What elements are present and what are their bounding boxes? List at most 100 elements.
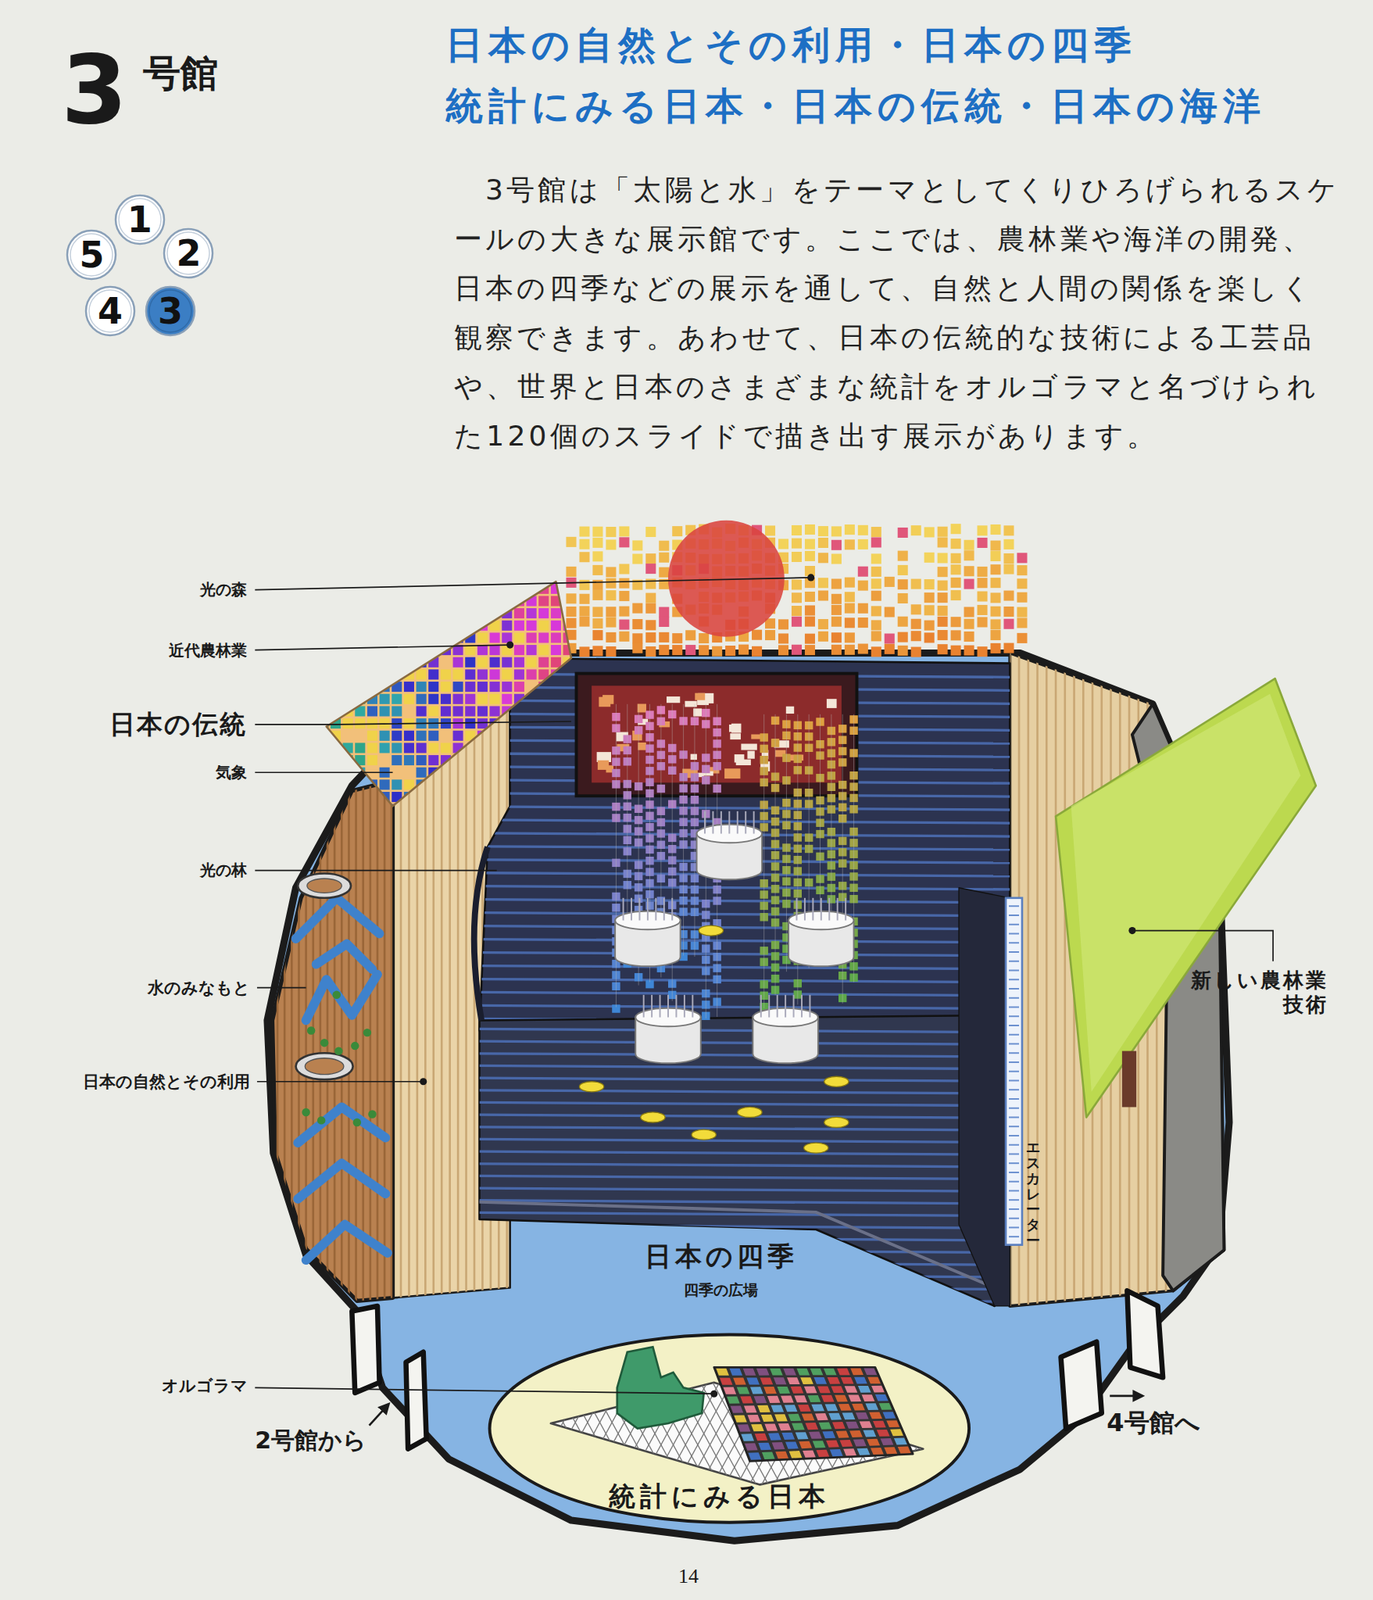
mosaic-tile [318, 693, 329, 705]
mosaic-tile [501, 632, 512, 643]
mosaic-tile [818, 537, 829, 548]
slide-cell [719, 1377, 733, 1385]
mosaic-tile [990, 606, 1001, 617]
mosaic-tile [698, 644, 709, 655]
wall-stripe [481, 407, 484, 1428]
lower-tier [479, 1015, 995, 1306]
mosaic-tile [379, 595, 390, 606]
mosaic-tile [538, 595, 549, 606]
mosaic-tile [550, 718, 562, 729]
mosaic-tile [404, 595, 415, 606]
mosaic-tile [354, 620, 365, 631]
escalator-step [1008, 1061, 1020, 1063]
slide-cell [810, 1368, 824, 1376]
mosaic-tile [489, 791, 501, 802]
mosaic-tile [550, 754, 562, 766]
mosaic-tile [937, 643, 948, 655]
wall-stripe [440, 407, 444, 1428]
mosaic-tile [330, 779, 341, 790]
mosaic-tile [514, 754, 525, 766]
mosaic-tile [526, 632, 537, 643]
wall-stripe [464, 407, 468, 1428]
escalator-step [1008, 1198, 1020, 1201]
slide-cell [733, 1414, 748, 1422]
slide-cell [746, 1376, 760, 1384]
mosaic-tile [391, 595, 402, 606]
mosaic-tile [791, 551, 802, 562]
mosaic-tile [575, 607, 586, 619]
mosaic-tile [343, 632, 354, 643]
mosaic-tile [526, 571, 537, 582]
slide-cell [818, 1422, 833, 1430]
hall-number: 3 [144, 285, 197, 329]
mosaic-tile [453, 681, 464, 692]
mosaic-tile [514, 791, 525, 802]
mosaic-tile [738, 644, 749, 655]
mosaic-tile [464, 718, 476, 729]
mosaic-tile [884, 606, 895, 617]
mosaic-tile [1016, 617, 1027, 628]
mosaic-tile [977, 577, 988, 588]
mosaic-tile [391, 742, 402, 753]
hanging-string [786, 714, 787, 972]
mosaic-tile [977, 604, 988, 615]
mosaic-tile [453, 595, 464, 606]
mosaic-tile [575, 804, 586, 815]
mosaic-tile [367, 754, 378, 766]
slide-cell [847, 1394, 862, 1402]
mosaic-tile [778, 618, 789, 630]
mosaic-tile [428, 632, 439, 643]
mosaic-tile [844, 524, 855, 535]
mosaic-tile [844, 539, 855, 550]
mosaic-tile [964, 631, 975, 642]
mosaic-tile [618, 606, 630, 617]
mosaic-tile [404, 620, 415, 631]
green-dot [334, 1046, 343, 1055]
mosaic-tile [514, 742, 525, 753]
mosaic-tile [897, 616, 909, 627]
mosaic-tile [526, 620, 537, 631]
green-panel [1055, 678, 1316, 1117]
mosaic-tile [501, 754, 512, 766]
mosaic-tile [526, 754, 537, 766]
wall-stripe [416, 407, 419, 1428]
leader-line [254, 1387, 714, 1394]
cylinder-rod [622, 897, 625, 921]
mosaic-tile [550, 571, 562, 582]
lattice-bar [489, 1376, 551, 1490]
mosaic-tile [477, 595, 488, 606]
mosaic-tile [501, 767, 512, 778]
mosaic-tile [354, 583, 365, 594]
mosaic-tile [831, 604, 842, 615]
cylinder-rod [811, 897, 814, 921]
slide-cell [822, 1430, 836, 1438]
lattice-bar [514, 1376, 576, 1490]
mosaic-tile [514, 681, 525, 692]
mosaic-tile [354, 632, 365, 643]
mosaic-tile [964, 539, 975, 551]
yellow-spot [824, 1116, 849, 1127]
slide-cell [813, 1376, 827, 1384]
green-dot [301, 1108, 310, 1116]
mosaic-tile [501, 571, 512, 582]
mosaic-tile [804, 524, 816, 535]
mosaic-tile [526, 730, 537, 741]
mosaic-tile [550, 620, 562, 631]
mosaic-tile [453, 620, 464, 631]
wall-stripe [390, 407, 394, 1428]
slide-cell [825, 1403, 839, 1411]
lattice-bar [526, 1376, 588, 1490]
mosaic-tile [1016, 632, 1027, 644]
escalator-step [1008, 960, 1020, 962]
mosaic-tile [379, 668, 390, 680]
mosaic-tile [563, 607, 574, 619]
cylinder-rod [744, 811, 747, 834]
cylinder-rod [711, 811, 714, 834]
cylinder-rod [675, 994, 677, 1018]
mosaic-tile [354, 668, 365, 680]
mosaic-tile [831, 578, 842, 589]
mosaic-tile [501, 791, 512, 802]
mosaic-tile [477, 693, 488, 705]
slide-cell [773, 1376, 787, 1384]
mosaic-tile [977, 537, 988, 548]
